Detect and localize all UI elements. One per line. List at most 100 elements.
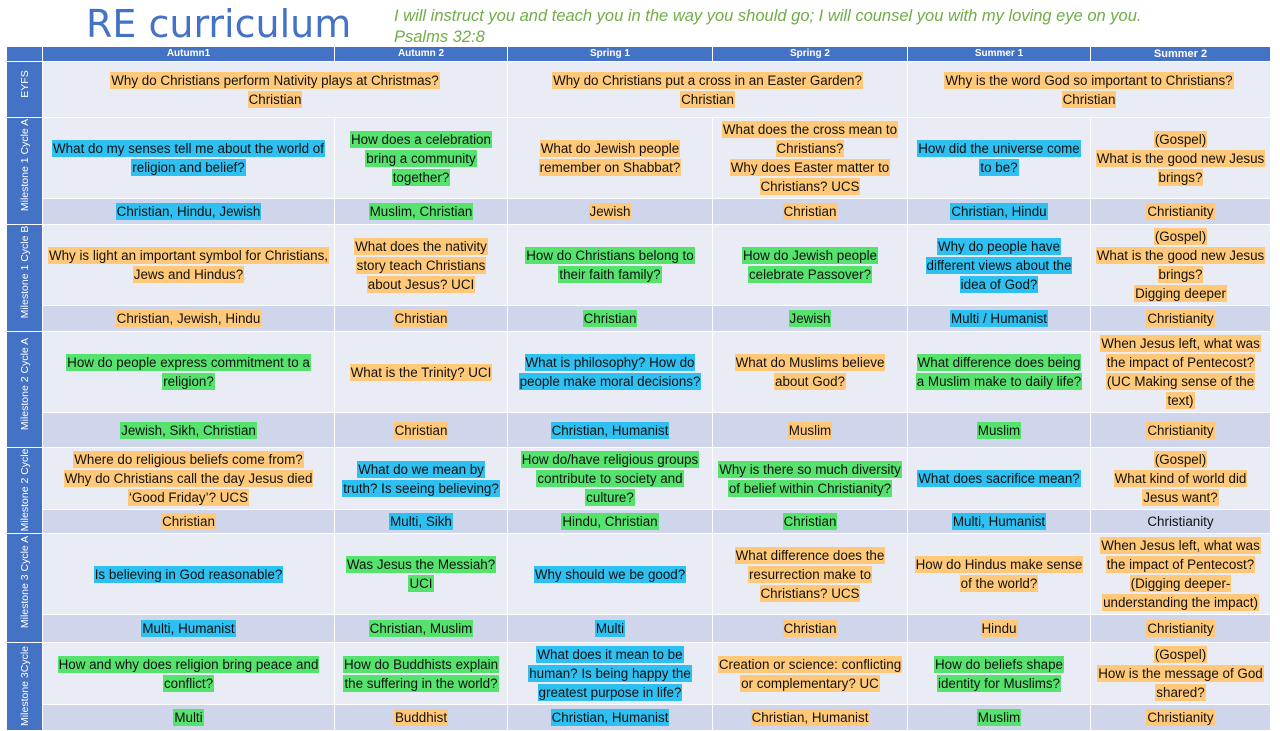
- question-cell: Why is there so much diversity of belief…: [712, 447, 908, 510]
- highlighted-text: Hindu, Christian: [561, 513, 659, 530]
- highlighted-text: How is the message of God shared?: [1097, 665, 1264, 701]
- highlighted-text: Christian: [393, 310, 449, 327]
- column-header: Autumn1: [42, 46, 335, 62]
- highlighted-text: Where do religious beliefs come from?: [73, 451, 304, 468]
- question-cell: Was Jesus the Messiah? UCI: [334, 533, 508, 615]
- eyfs-cell: Why do Christians put a cross in an East…: [507, 61, 908, 118]
- eyfs-row: EYFS Why do Christians perform Nativity …: [6, 61, 1271, 118]
- question-cell: (Gospel)What is the good new Jesus bring…: [1090, 117, 1271, 199]
- highlighted-text: Muslim: [787, 421, 833, 439]
- question-cell: (Gospel)What kind of world did Jesus wan…: [1090, 447, 1271, 510]
- question-cell: What difference does the resurrection ma…: [712, 533, 908, 615]
- highlighted-text: Christian, Jewish, Hindu: [115, 310, 262, 327]
- milestone-religion-row: Christian, Jewish, Hindu Christian Christi…: [7, 305, 1271, 332]
- religion-cell: Christian: [712, 198, 908, 225]
- religion-cell: Multi: [507, 614, 713, 643]
- religion-cell: Christianity: [1090, 704, 1271, 731]
- highlighted-text: Why do Christians call the day Jesus die…: [63, 470, 314, 506]
- religion-cell: Jewish: [712, 305, 908, 332]
- question-cell: Why is light an important symbol for Chr…: [42, 224, 335, 306]
- highlighted-text: How and why does religion bring peace an…: [57, 655, 320, 692]
- question-cell: What do Muslims believe about God?: [712, 331, 908, 413]
- highlighted-text: Christianity: [1146, 421, 1215, 439]
- highlighted-text: When Jesus left, what was the impact of …: [1100, 537, 1261, 611]
- row-label: Milestone 1 Cycle B: [6, 224, 43, 332]
- highlighted-text: Christian: [680, 90, 735, 108]
- highlighted-text: How does a celebration bring a community…: [350, 130, 492, 186]
- religion-cell: Christianity: [1090, 412, 1271, 448]
- highlighted-text: Christianity: [1146, 620, 1215, 637]
- highlighted-text: Why do Christians put a cross in an East…: [552, 71, 863, 89]
- highlighted-text: Christian: [247, 90, 303, 108]
- religion-cell: Christian, Humanist: [712, 704, 908, 731]
- question-cell: How do/have religious groups contribute …: [507, 447, 713, 510]
- religion-cell: Multi, Sikh: [334, 509, 508, 534]
- highlighted-text: What does it mean to be human? Is being …: [528, 646, 692, 701]
- question-cell: Why should we be good?: [507, 533, 713, 615]
- religion-cell: Multi, Humanist: [907, 509, 1091, 534]
- highlighted-text: Christian, Humanist: [550, 421, 670, 439]
- question-cell: How do Buddhists explain the suffering i…: [334, 642, 508, 705]
- question-cell: Where do religious beliefs come from? Why…: [42, 447, 335, 510]
- page-title: RE curriculum: [86, 2, 352, 46]
- row-label: Milestone 3Cycle B: [6, 642, 43, 731]
- eyfs-cell: Why do Christians perform Nativity plays…: [42, 61, 508, 118]
- religion-cell: Christian: [712, 614, 908, 643]
- question-cell: What does sacrifice mean?: [907, 447, 1091, 510]
- question-cell: What does it mean to be human? Is being …: [507, 642, 713, 705]
- eyfs-cell-content: Why do Christians put a cross in an East…: [512, 71, 903, 109]
- highlighted-text: Why do Christians perform Nativity plays…: [110, 71, 440, 89]
- question-cell: How do Christians belong to their faith …: [507, 224, 713, 306]
- highlighted-text: How did the universe come to be?: [917, 140, 1081, 176]
- religion-cell: Multi, Humanist: [42, 614, 335, 643]
- question-cell: Creation or science: conflicting or comp…: [712, 642, 908, 705]
- highlighted-text: Multi: [173, 709, 204, 726]
- highlighted-text: How do Hindus make sense of the world?: [914, 556, 1084, 592]
- row-label: Milestone 2 Cycle A: [6, 331, 43, 448]
- header-corner: [6, 46, 43, 62]
- highlighted-text: Christianity: [1147, 514, 1214, 529]
- religion-cell: Jewish, Sikh, Christian: [42, 412, 335, 448]
- religion-cell: Christian, Jewish, Hindu: [42, 305, 335, 332]
- religion-cell: Christian, Hindu: [907, 198, 1091, 225]
- highlighted-text: Hindu: [980, 620, 1018, 637]
- question-cell: How does a celebration bring a community…: [334, 117, 508, 199]
- question-cell: (Gospel)How is the message of God shared…: [1090, 642, 1271, 705]
- highlighted-text: Was Jesus the Messiah? UCI: [345, 556, 497, 592]
- highlighted-text: Christian, Humanist: [750, 709, 870, 726]
- question-cell: Why do people have different views about…: [907, 224, 1091, 306]
- highlighted-text: Jewish: [788, 310, 832, 327]
- eyfs-cell-content: Why is the word God so important to Chri…: [912, 71, 1266, 109]
- highlighted-text: What kind of world did Jesus want?: [1113, 470, 1248, 506]
- religion-cell: Multi: [42, 704, 335, 731]
- highlighted-text: Christian: [393, 421, 449, 439]
- religion-cell: Christian, Hindu, Jewish: [42, 198, 335, 225]
- highlighted-text: What is philosophy? How do people make m…: [518, 354, 702, 390]
- question-cell: What does the cross mean to Christians?W…: [712, 117, 908, 199]
- highlighted-text: Muslim: [976, 709, 1022, 726]
- highlighted-text: Why is there so much diversity of belief…: [718, 460, 902, 497]
- question-cell: How do Jewish people celebrate Passover?: [712, 224, 908, 306]
- religion-cell: Multi / Humanist: [907, 305, 1091, 332]
- highlighted-text: What is the Trinity? UCI: [349, 363, 493, 381]
- highlighted-text: Christian, Hindu, Jewish: [115, 203, 262, 220]
- highlighted-text: Christian, Hindu: [950, 203, 1048, 220]
- religion-cell: Hindu, Christian: [507, 509, 713, 534]
- highlighted-text: Christian: [582, 310, 638, 327]
- highlighted-text: Muslim: [976, 421, 1022, 439]
- question-cell: How do people express commitment to a re…: [42, 331, 335, 413]
- question-cell: What does the nativity story teach Chris…: [334, 224, 508, 306]
- highlighted-text: What do my senses tell me about the worl…: [52, 140, 325, 176]
- highlighted-text: Christian: [782, 620, 838, 637]
- highlighted-text: How do/have religious groups contribute …: [520, 451, 700, 506]
- highlighted-text: What do Jewish people remember on Shabba…: [538, 140, 682, 176]
- curriculum-table: Autumn1 Autumn 2 Spring 1 Spring 2 Summe…: [6, 46, 1271, 731]
- religion-cell: Christianity: [1090, 614, 1271, 643]
- religion-cell: Jewish: [507, 198, 713, 225]
- religion-cell: Christian: [507, 305, 713, 332]
- highlighted-text: How do beliefs shape identity for Muslim…: [933, 655, 1065, 692]
